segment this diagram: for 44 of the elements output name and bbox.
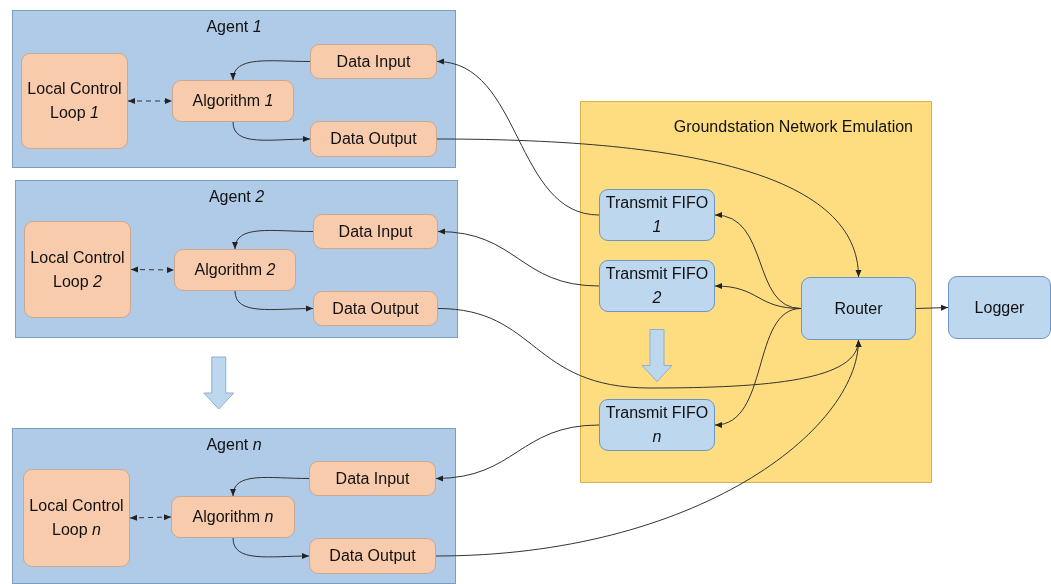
arrow [233, 230, 314, 250]
arrow [436, 138, 861, 278]
process-box: Algorithm n [171, 496, 295, 538]
process-box: Logger [948, 276, 1051, 339]
process-box: Algorithm 1 [172, 80, 294, 122]
arrow [435, 424, 600, 482]
process-box: Data Input [313, 214, 438, 249]
arrow [129, 514, 172, 521]
process-box: Transmit FIFO n [599, 399, 715, 451]
process-box: Router [801, 277, 916, 340]
panel-title: Agent n [206, 436, 262, 454]
arrow [234, 290, 314, 312]
panel-title: Groundstation Network Emulation [673, 118, 913, 136]
process-box: Data Output [309, 538, 436, 574]
arrow [436, 59, 600, 216]
process-box: Local Control Loop n [23, 469, 130, 567]
agent-panel [12, 428, 456, 584]
arrow [232, 121, 311, 143]
panel-title: Agent 1 [206, 18, 262, 36]
process-box: Local Control Loop 2 [24, 221, 131, 318]
process-box: Local Control Loop 1 [21, 53, 128, 149]
arrow [230, 60, 311, 81]
panel-title: Agent 2 [208, 188, 265, 206]
emulation-panel [580, 101, 932, 483]
arrow [435, 339, 861, 557]
arrow [437, 228, 600, 287]
arrow [127, 98, 173, 104]
process-box: Transmit FIFO 1 [599, 189, 715, 241]
arrow [130, 266, 175, 273]
process-box: Algorithm 2 [174, 249, 296, 291]
process-box: Data Input [309, 461, 436, 496]
block-arrow [203, 356, 235, 410]
block-arrow [641, 329, 673, 382]
process-box: Data Output [313, 291, 438, 326]
arrow [714, 308, 802, 427]
arrow [437, 308, 861, 389]
process-box: Data Input [310, 44, 437, 79]
agent-panel [12, 10, 456, 168]
process-box: Transmit FIFO 2 [599, 260, 715, 312]
arrow [232, 537, 310, 560]
agent-panel [15, 180, 458, 338]
arrow [915, 304, 949, 311]
arrow [230, 477, 310, 497]
process-box: Data Output [310, 121, 437, 157]
